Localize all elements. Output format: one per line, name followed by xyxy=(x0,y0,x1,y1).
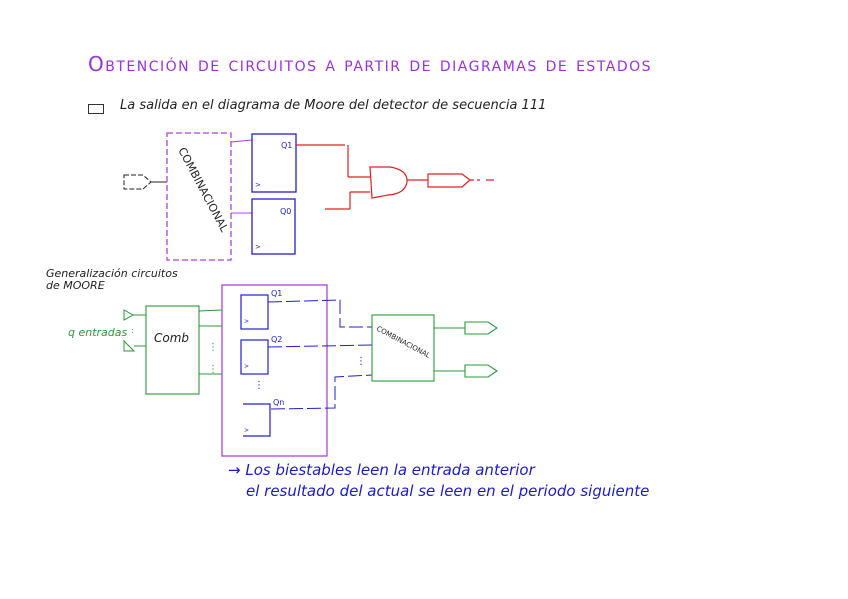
clock-icon: > xyxy=(255,181,261,189)
svg-text:⋮: ⋮ xyxy=(356,356,366,367)
q1-label: Q1 xyxy=(281,141,292,150)
qn-label: Qn xyxy=(273,398,284,407)
svg-text:⋮: ⋮ xyxy=(208,364,218,375)
output-combinational-block xyxy=(371,314,435,382)
svg-text:⋮: ⋮ xyxy=(254,380,264,391)
svg-text:>: > xyxy=(244,318,249,325)
inputs-label: q entradas xyxy=(68,326,128,339)
combinational-label: COMBINACIONAL xyxy=(175,145,231,235)
generalization-heading: Generalización circuitos de MOORE xyxy=(46,267,178,292)
comb-label: Comb xyxy=(154,331,189,345)
flipflop-qn xyxy=(243,403,271,437)
flipflop-q2 xyxy=(240,339,269,375)
combinational-block xyxy=(166,132,232,261)
q1-label: Q1 xyxy=(271,289,282,298)
input-terminal-icon xyxy=(123,174,167,190)
q2-label: Q2 xyxy=(271,335,282,344)
note-line-1: → Los biestables leen la entrada anterio… xyxy=(228,461,535,479)
svg-text::: : xyxy=(131,326,134,335)
bullet-box-icon xyxy=(88,104,104,114)
register-block xyxy=(221,284,328,457)
flipflop-q1 xyxy=(240,294,269,330)
output-comb-label: COMBINACIONAL xyxy=(375,325,431,360)
input-terminal-icon xyxy=(123,309,146,352)
note-line-2: el resultado del actual se leen en el pe… xyxy=(246,482,650,500)
subtitle: La salida en el diagrama de Moore del de… xyxy=(120,98,547,113)
comb-block xyxy=(145,305,200,395)
svg-text:⋮: ⋮ xyxy=(208,342,218,353)
q0-label: Q0 xyxy=(280,207,291,216)
page-title: Obtención de circuitos a partir de diagr… xyxy=(88,52,653,76)
svg-text:>: > xyxy=(244,363,249,370)
clock-icon: > xyxy=(255,243,261,251)
flipflop-q1 xyxy=(251,133,297,193)
and-gate-icon xyxy=(296,144,494,210)
svg-text:>: > xyxy=(244,427,249,434)
output-terminal-icon xyxy=(434,321,498,378)
flipflop-q0 xyxy=(251,198,296,255)
